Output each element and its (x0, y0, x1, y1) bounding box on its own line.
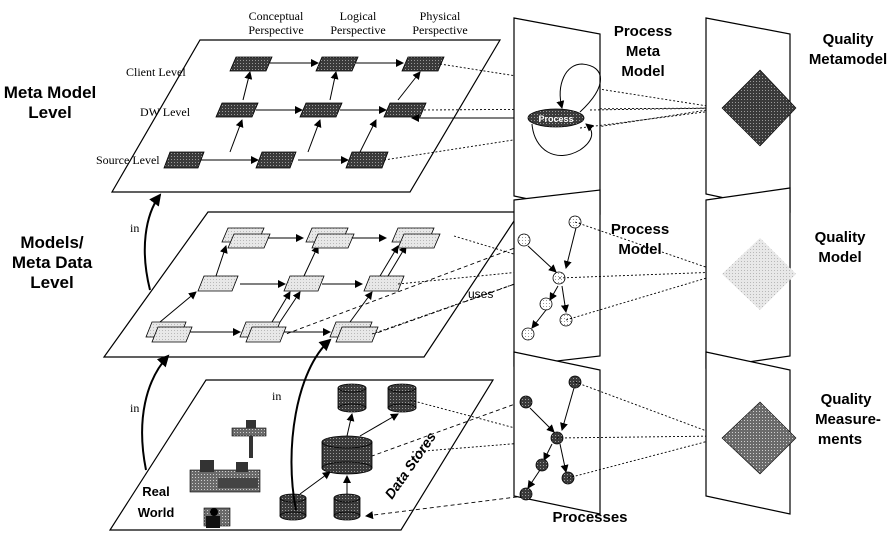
model-node (283, 275, 325, 292)
quality-metamodel-title-2: Metamodel (809, 51, 887, 68)
model-node (227, 233, 271, 249)
models-level-title-1: Models/ (20, 233, 84, 252)
quality-measurements-title-1: Quality (821, 391, 873, 408)
meta-model-level-title-1: Meta Model (4, 83, 97, 102)
logical-label-1: Logical (340, 9, 377, 23)
quality-metamodel-diamond (721, 69, 797, 147)
process-meta-model-title-2: Meta (626, 43, 661, 60)
quality-model-diamond (722, 238, 796, 310)
model-node (245, 326, 287, 343)
physical-label-1: Physical (420, 9, 461, 23)
real-world-label-1: Real (142, 484, 169, 499)
quality-measurements-diamond (721, 401, 797, 475)
process-node (535, 458, 549, 472)
model-node (335, 326, 379, 343)
conceptual-label-2: Perspective (248, 23, 303, 37)
models-plane (102, 211, 522, 358)
quality-model-title-2: Model (818, 249, 861, 266)
source-conceptual-node (163, 151, 205, 169)
process-node-label: Process (538, 114, 573, 124)
models-level-title-2: Meta Data (12, 253, 93, 272)
quality-model-panel (705, 187, 796, 369)
client-conceptual-node (229, 56, 273, 72)
in-arrows (141, 193, 332, 511)
real-world-scene-icon (189, 420, 267, 528)
meta-model-plane (110, 39, 502, 193)
models-level-title-3: Level (30, 273, 73, 292)
dw-level-label: DW Level (140, 105, 191, 119)
in-label-bottom-left: in (130, 401, 139, 415)
uses-label: uses (468, 287, 493, 301)
quality-metamodel-panel (705, 17, 797, 213)
dw-conceptual-node (215, 102, 259, 118)
client-logical-node (315, 56, 359, 72)
model-node (197, 275, 239, 292)
processes-title: Processes (552, 509, 627, 526)
model-node (151, 326, 193, 343)
process-model-title-1: Process (611, 221, 669, 238)
quality-metamodel-title-1: Quality (823, 31, 875, 48)
physical-label-2: Perspective (412, 23, 467, 37)
process-meta-model-title-1: Process (614, 23, 672, 40)
source-logical-node (255, 151, 297, 169)
quality-measurements-title-3: ments (818, 431, 862, 448)
in-label-top: in (130, 221, 139, 235)
process-model-title-2: Model (618, 241, 661, 258)
meta-model-level-title-2: Level (28, 103, 71, 122)
conceptual-label-1: Conceptual (249, 9, 304, 23)
real-world-plane (108, 379, 495, 531)
process-model-node (517, 233, 531, 247)
process-model-panel (513, 189, 601, 367)
process-meta-model-panel (513, 17, 601, 215)
real-world-label-2: World (138, 505, 175, 520)
process-model-node (539, 297, 553, 311)
quality-model-title-1: Quality (815, 229, 867, 246)
logical-label-2: Perspective (330, 23, 385, 37)
client-level-label: Client Level (126, 65, 186, 79)
process-model-node (521, 327, 535, 341)
model-node (363, 275, 405, 292)
processes-panel (513, 351, 601, 515)
source-physical-node (345, 151, 389, 169)
quality-measurements-title-2: Measure- (815, 411, 881, 428)
dw-physical-node (383, 102, 427, 118)
quality-measurements-panel (705, 351, 797, 515)
client-physical-node (401, 56, 445, 72)
process-node (519, 487, 533, 501)
model-node (397, 233, 441, 249)
dw-logical-node (299, 102, 343, 118)
process-node (519, 395, 533, 409)
source-level-label: Source Level (96, 153, 160, 167)
process-meta-model-title-3: Model (621, 63, 664, 80)
data-stores-group (279, 383, 417, 521)
model-node (311, 233, 355, 249)
in-label-bottom-mid: in (272, 389, 281, 403)
